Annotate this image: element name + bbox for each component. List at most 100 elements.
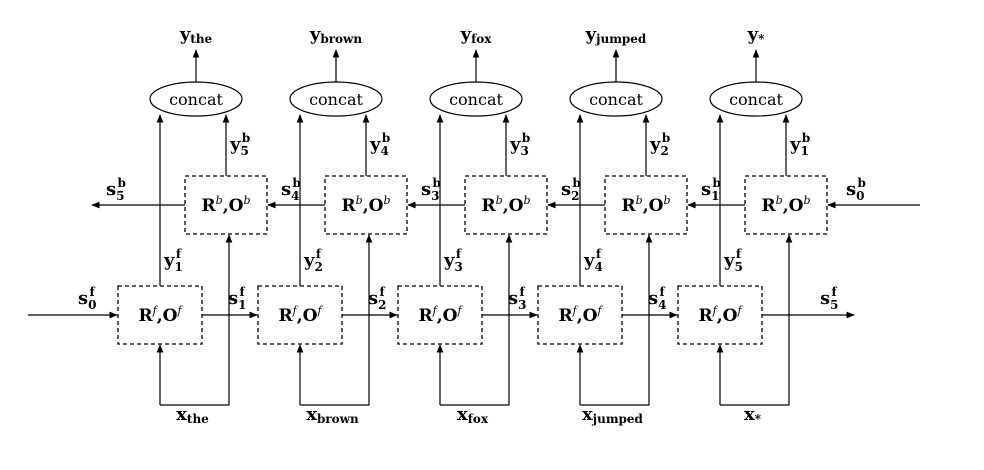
backward-output-label: y3b [509,131,530,158]
backward-state-label: s1b [701,176,721,203]
forward-output-label: y2f [303,247,323,274]
forward-output-label-sup: f [176,247,182,261]
input-to-backward [160,234,233,406]
backward-state-label-base: s [561,179,571,200]
rb-r-sup: b [496,194,503,207]
output-label-y: y [179,24,191,45]
output-label-y: y [460,24,472,45]
input-label-x: x [457,404,468,425]
rf-o-sup: f [316,304,323,317]
backward-output-label: y5b [229,131,250,158]
rf-r-sup: f [152,304,159,317]
rf-box-label: Rf,Of [698,304,743,326]
input-label: xfox [457,404,489,426]
node-labels: concatytheRb,ObRf,Ofxthey5by1fs5bs0fconc… [78,24,866,426]
forward-state-label-sup: f [90,285,96,299]
rf-o: O [443,306,458,326]
rb-r: R [762,196,777,216]
output-label: ybrown [309,24,363,46]
backward-state-input-label-sup: b [858,176,866,190]
forward-state-label-sup: f [240,285,246,299]
rf-o-sup: f [736,304,743,317]
backward-output-label-base: y [649,134,661,155]
output-label: yfox [460,24,493,46]
forward-state-label-sub: 0 [88,298,96,312]
backward-state-label-sub: 1 [711,189,719,203]
output-label-word: * [758,32,765,46]
input-to-backward [580,234,653,406]
concat-label: concat [169,90,223,109]
forward-output-label-sup: f [316,247,322,261]
backward-state-label: s4b [281,176,301,203]
backward-state-label-sup: b [118,176,126,190]
rb-o-sup: b [523,194,530,207]
rb-box-label: Rb,Ob [762,194,811,216]
backward-state-label-sub: 3 [431,189,439,203]
rb-r-sup: b [356,194,363,207]
rb-o: O [789,196,804,216]
backward-state-input-label-base: s [846,179,856,200]
forward-state-label-base: s [228,288,238,309]
rb-o: O [369,196,384,216]
rb-r: R [202,196,217,216]
rb-r-sup: b [216,194,223,207]
rb-r: R [622,196,637,216]
backward-output-label-base: y [509,134,521,155]
rf-comma: , [577,306,583,326]
rb-o-sup: b [243,194,250,207]
backward-output-label-sup: b [382,131,390,145]
forward-cell [257,285,343,345]
rb-o-sup: b [383,194,390,207]
backward-state-label: s3b [421,176,441,203]
input-label-word: * [755,412,762,426]
backward-output-label-sub: 4 [380,144,388,158]
forward-state-label-sup: f [380,285,386,299]
rb-r: R [482,196,497,216]
forward-cell [397,285,483,345]
output-label: ythe [179,24,213,46]
backward-cell [744,175,828,235]
rf-o: O [303,306,318,326]
rf-box-label: Rf,Of [138,304,183,326]
forward-output-label-base: y [163,250,175,271]
rf-r-sup: f [572,304,579,317]
rb-o: O [229,196,244,216]
rf-r-sup: f [432,304,439,317]
backward-output-label-sup: b [662,131,670,145]
forward-cell [117,285,203,345]
input-to-backward [440,234,513,406]
input-label-word: fox [468,412,489,426]
rb-o-sup: b [803,194,810,207]
rb-o: O [649,196,664,216]
backward-output-label-sub: 5 [240,144,248,158]
concat-label: concat [729,90,783,109]
backward-cell [324,175,408,235]
backward-cell [184,175,268,235]
output-label-word: the [190,32,212,46]
rb-r-sup: b [636,194,643,207]
rf-o-sup: f [596,304,603,317]
backward-output-label-sub: 2 [660,144,668,158]
forward-state-label-sup: f [520,285,526,299]
forward-output-label: y3f [443,247,463,274]
forward-state-label-base: s [508,288,518,309]
rf-box-label: Rf,Of [278,304,323,326]
backward-cell [604,175,688,235]
forward-state-label: s4f [648,285,667,312]
forward-output-label-sup: f [736,247,742,261]
rf-r: R [698,306,713,326]
rb-r-sup: b [776,194,783,207]
forward-output-label-base: y [583,250,595,271]
forward-output-label-base: y [723,250,735,271]
rf-r: R [418,306,433,326]
rf-o-sup: f [456,304,463,317]
backward-output-label-sub: 3 [520,144,528,158]
input-label-word: the [187,412,209,426]
backward-output-label-base: y [229,134,241,155]
concat-node [709,81,803,117]
input-label-x: x [306,404,317,425]
output-label-word: jumped [595,32,647,46]
input-to-backward [300,234,373,406]
backward-state-label-sup: b [713,176,721,190]
rb-box-label: Rb,Ob [482,194,531,216]
